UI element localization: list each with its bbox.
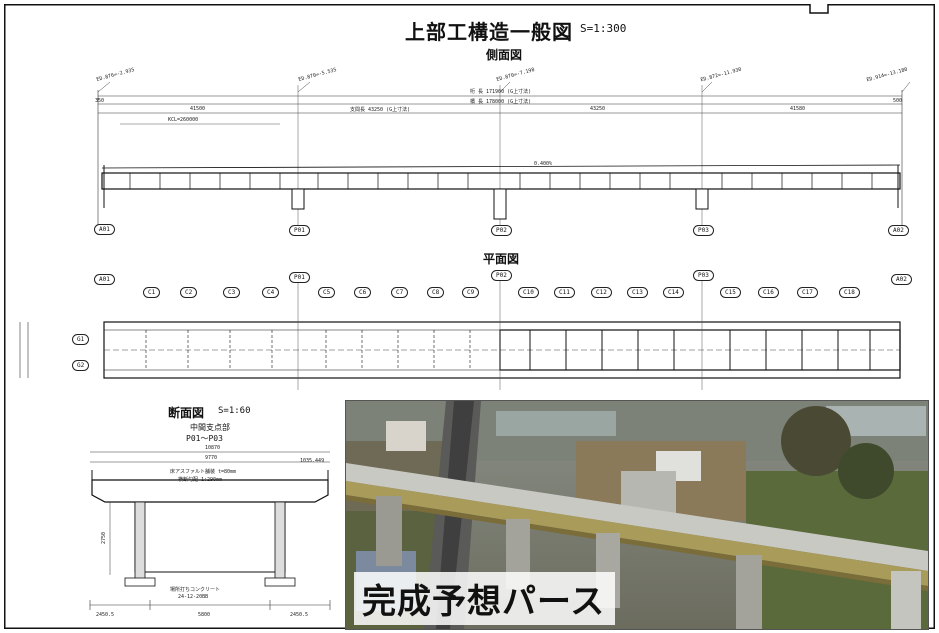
girder-c4: C4	[262, 287, 280, 298]
section-dim-right-side: 1035.449	[300, 458, 325, 464]
pier-p01: P01	[289, 225, 310, 236]
total-length-1: 桁 長 171900 (G上寸法)	[470, 89, 532, 95]
section-width-mid: 9770	[205, 455, 218, 461]
girder-c5: C5	[318, 287, 336, 298]
aerial-rendering-graphic	[346, 401, 928, 629]
girder-c1: C1	[143, 287, 161, 298]
girder-c10: C10	[518, 287, 539, 298]
section-height: 2750	[101, 531, 108, 545]
plan-support-p01: P01	[289, 272, 310, 283]
side-view-label: 側面図	[486, 48, 523, 62]
plan-tag-g2: G2	[72, 360, 90, 371]
section-cross-slope: 横断勾配 1:290mm	[178, 477, 223, 483]
section-width-top: 10870	[205, 445, 221, 451]
drawing-title: 上部工構造一般図	[405, 20, 573, 44]
girder-c8: C8	[427, 287, 445, 298]
plan-view-drawing	[19, 280, 901, 390]
side-view-drawing	[97, 81, 911, 235]
section-concrete-spec: 24-12-20BB	[178, 594, 209, 600]
girder-c18: C18	[839, 287, 860, 298]
girder-c12: C12	[591, 287, 612, 298]
pier-p03: P03	[693, 225, 714, 236]
span-2: 支間長 43250 (G上寸法)	[350, 107, 411, 113]
girder-c17: C17	[797, 287, 818, 298]
section-subtitle-1: 中間支点部	[190, 423, 230, 432]
plan-support-a02: A02	[891, 274, 912, 285]
rendering-caption: 完成予想パース	[354, 572, 616, 625]
completion-rendering-image: 完成予想パース	[345, 400, 929, 630]
drawing-scale: S=1:300	[580, 22, 627, 35]
pier-a02: A02	[888, 225, 909, 236]
girder-c11: C11	[554, 287, 575, 298]
total-length-2: 橋 長 178000 (G上寸法)	[470, 99, 532, 105]
section-asphalt: 床アスファルト舗装 t=80mm	[170, 469, 237, 475]
girder-c2: C2	[180, 287, 198, 298]
girder-c16: C16	[758, 287, 779, 298]
plan-support-a01: A01	[94, 274, 115, 285]
kcl-label: KCL=260000	[168, 117, 199, 123]
girder-c13: C13	[627, 287, 648, 298]
girder-c7: C7	[391, 287, 409, 298]
grade-label: 0.400%	[534, 161, 553, 167]
section-concrete: 場所打ちコンクリート	[170, 587, 221, 593]
edge-right: 500	[893, 98, 903, 104]
pier-p02: P02	[491, 225, 512, 236]
section-scale: S=1:60	[218, 406, 251, 416]
section-dim-left: 2450.5	[96, 612, 115, 618]
edge-left: 350	[95, 98, 105, 104]
section-label: 断面図	[168, 406, 205, 420]
span-4: 41580	[790, 106, 806, 112]
girder-c14: C14	[663, 287, 684, 298]
span-3: 43250	[590, 106, 606, 112]
plan-support-p03: P03	[693, 270, 714, 281]
section-drawing	[89, 451, 331, 610]
span-1: 41500	[190, 106, 206, 112]
pier-a01: A01	[94, 224, 115, 235]
plan-view-label: 平面図	[483, 252, 520, 266]
girder-c9: C9	[462, 287, 480, 298]
plan-support-p02: P02	[491, 270, 512, 281]
section-dim-center: 5800	[198, 612, 211, 618]
section-dim-right: 2450.5	[290, 612, 309, 618]
sheet-border	[4, 4, 935, 629]
girder-c3: C3	[223, 287, 241, 298]
girder-c15: C15	[720, 287, 741, 298]
plan-tag-g1: G1	[72, 334, 90, 345]
girder-c6: C6	[354, 287, 372, 298]
section-subtitle-2: P01～P03	[186, 434, 223, 443]
